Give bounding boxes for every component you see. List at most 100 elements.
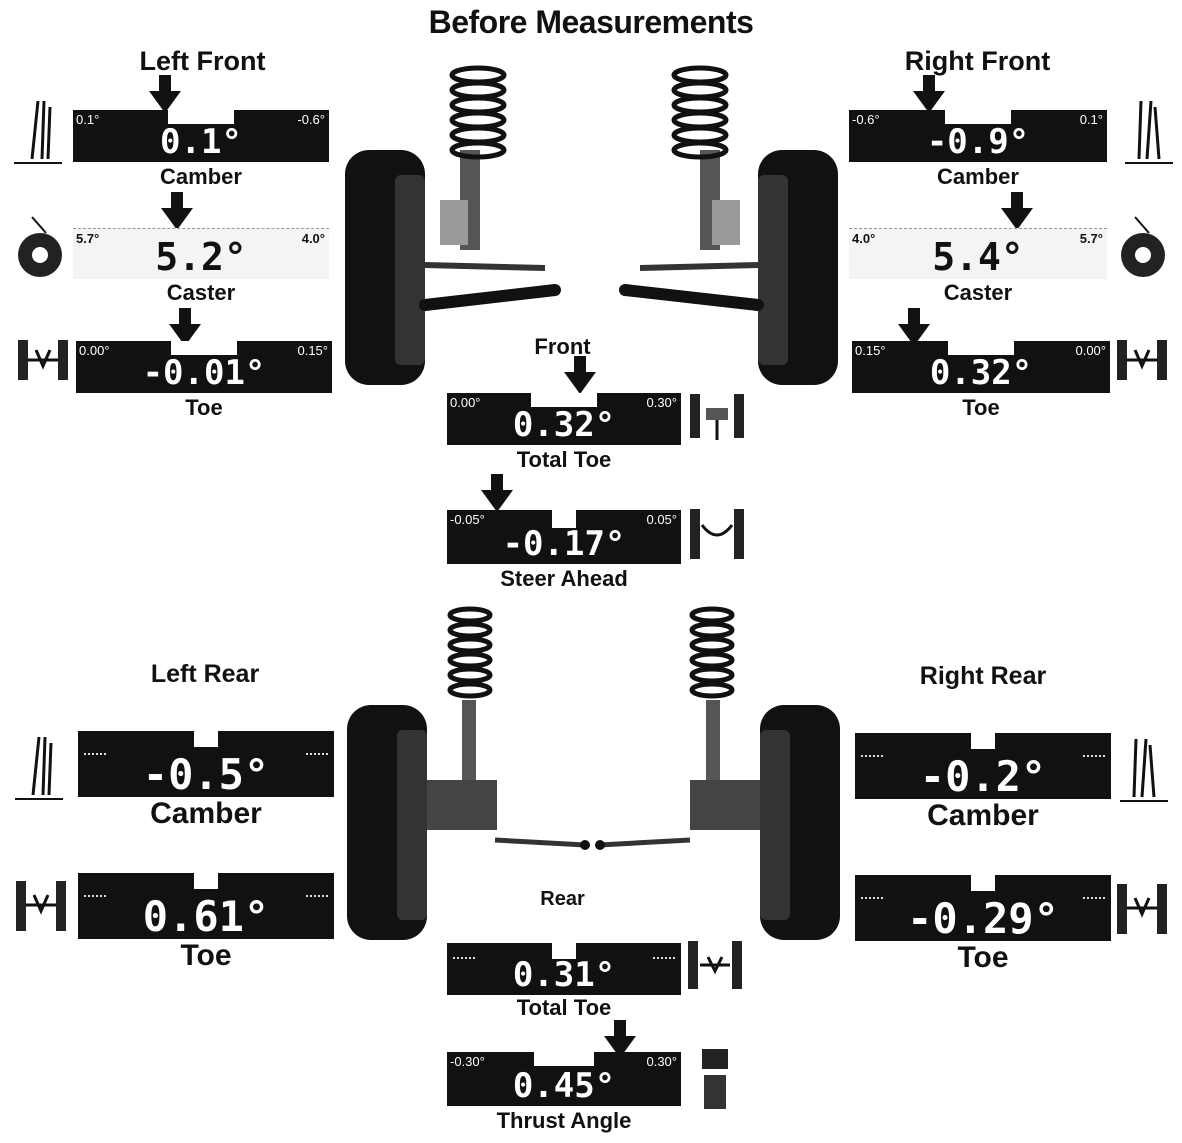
- gauge-notch: [948, 341, 1014, 355]
- gauge-notch: [194, 731, 218, 747]
- gauge-label: Total Toe: [516, 995, 612, 1020]
- total-toe-icon: [688, 941, 742, 989]
- camber-icon: [14, 100, 62, 164]
- gauge-label: Toe: [957, 941, 1009, 974]
- gauge-max: 0.05°: [646, 512, 677, 527]
- gauge-min: -0.05°: [450, 512, 485, 527]
- right-front-heading: Right Front: [904, 46, 1051, 76]
- right-front-camber-arrow-icon: [913, 75, 945, 113]
- left-front-camber-gauge: 0.1° -0.6° 0.1°: [73, 110, 329, 162]
- gauge-tick-marks: [84, 753, 106, 755]
- steer-ahead-icon: [690, 509, 744, 559]
- camber-icon: [1120, 738, 1168, 802]
- gauge-min: 5.7°: [76, 231, 100, 246]
- left-rear-camber-gauge: -0.5°: [78, 731, 334, 797]
- gauge-max: 0.1°: [1079, 112, 1103, 127]
- left-front-caster-gauge: 5.7° 4.0° 5.2°: [73, 228, 329, 279]
- total-toe-icon: [690, 394, 744, 440]
- gauge-notch: [971, 733, 995, 749]
- rear-thrust-angle-gauge: -0.30° 0.30° 0.45°: [447, 1052, 681, 1106]
- gauge-tick-marks: [1083, 897, 1105, 899]
- gauge-value: 0.32°: [512, 405, 616, 445]
- gauge-notch: [534, 1052, 594, 1066]
- gauge-value: -0.9°: [926, 122, 1030, 162]
- gauge-value: 0.31°: [512, 955, 616, 995]
- gauge-label: Camber: [150, 797, 262, 830]
- gauge-notch: [194, 873, 218, 889]
- gauge-label: Toe: [180, 939, 232, 972]
- gauge-value: 0.61°: [142, 892, 270, 939]
- gauge-max: 5.7°: [1079, 231, 1103, 246]
- gauge-value: -0.5°: [142, 750, 270, 797]
- gauge-max: 0.30°: [646, 1054, 677, 1069]
- rear-total-toe-gauge: 0.31°: [447, 943, 681, 995]
- gauge-tick-marks: [861, 897, 883, 899]
- gauge-tick-marks: [453, 957, 475, 959]
- left-front-toe-gauge: 0.00° 0.15° -0.01°: [76, 341, 332, 393]
- gauge-max: 4.0°: [301, 231, 325, 246]
- front-steer-ahead-gauge: -0.05° 0.05° -0.17°: [447, 510, 681, 564]
- left-rear-toe-gauge: 0.61°: [78, 873, 334, 939]
- gauge-value: -0.17°: [502, 524, 626, 564]
- gauge-value: 0.1°: [160, 122, 242, 162]
- right-front-caster-arrow-icon: [1001, 192, 1033, 230]
- gauge-max: 0.30°: [646, 395, 677, 410]
- right-rear-camber-gauge: -0.2°: [855, 733, 1111, 799]
- left-front-camber-arrow-icon: [149, 75, 181, 113]
- gauge-min: -0.6°: [852, 112, 880, 127]
- right-front-camber-gauge: -0.6° 0.1° -0.9°: [849, 110, 1107, 162]
- steer-ahead-arrow-icon: [481, 474, 513, 512]
- gauge-notch: [552, 943, 576, 959]
- gauge-min: 0.00°: [450, 395, 481, 410]
- front-total-toe-gauge: 0.00° 0.30° 0.32°: [447, 393, 681, 445]
- gauge-value: 5.4°: [932, 235, 1024, 279]
- gauge-label: Caster: [943, 280, 1013, 305]
- gauge-notch: [552, 510, 576, 528]
- left-front-toe-arrow-icon: [169, 308, 201, 346]
- gauge-max: -0.6°: [297, 112, 325, 127]
- page-title: Before Measurements: [428, 4, 754, 40]
- gauge-min: 0.1°: [76, 112, 100, 127]
- gauge-min: -0.30°: [450, 1054, 485, 1069]
- caster-icon: [1121, 216, 1165, 277]
- gauge-tick-marks: [306, 895, 328, 897]
- gauge-min: 0.15°: [855, 343, 886, 358]
- gauge-max: 0.00°: [1075, 343, 1106, 358]
- toe-icon: [1117, 340, 1167, 380]
- front-heading: Front: [534, 334, 591, 359]
- right-rear-toe-gauge: -0.29°: [855, 875, 1111, 941]
- left-rear-heading: Left Rear: [150, 660, 260, 688]
- gauge-value: 5.2°: [155, 235, 247, 279]
- gauge-min: 0.00°: [79, 343, 110, 358]
- toe-icon: [1117, 884, 1167, 934]
- rear-heading: Rear: [540, 888, 585, 910]
- gauge-notch: [971, 875, 995, 891]
- caster-icon: [18, 216, 62, 277]
- gauge-label: Thrust Angle: [496, 1108, 632, 1133]
- gauge-tick-marks: [84, 895, 106, 897]
- gauge-tick-marks: [861, 755, 883, 757]
- camber-icon: [1125, 100, 1173, 164]
- left-front-heading: Left Front: [139, 46, 266, 76]
- gauge-notch: [945, 110, 1011, 124]
- toe-icon: [18, 340, 68, 380]
- gauge-label: Toe: [962, 395, 1000, 420]
- gauge-min: 4.0°: [852, 231, 876, 246]
- gauge-label: Caster: [166, 280, 236, 305]
- gauge-value: 0.32°: [929, 353, 1033, 393]
- gauge-label: Steer Ahead: [500, 566, 628, 591]
- toe-icon: [16, 881, 66, 931]
- right-front-caster-gauge: 4.0° 5.7° 5.4°: [849, 228, 1107, 279]
- camber-icon: [15, 736, 63, 800]
- left-front-caster-arrow-icon: [161, 192, 193, 230]
- gauge-tick-marks: [1083, 755, 1105, 757]
- gauge-label: Camber: [160, 164, 242, 189]
- gauge-value: 0.45°: [512, 1066, 616, 1106]
- thrust-angle-icon: [702, 1049, 728, 1109]
- gauge-notch: [171, 341, 237, 355]
- gauge-label: Toe: [185, 395, 223, 420]
- gauge-notch: [531, 393, 597, 407]
- gauge-label: Camber: [927, 799, 1039, 832]
- right-front-toe-gauge: 0.15° 0.00° 0.32°: [852, 341, 1110, 393]
